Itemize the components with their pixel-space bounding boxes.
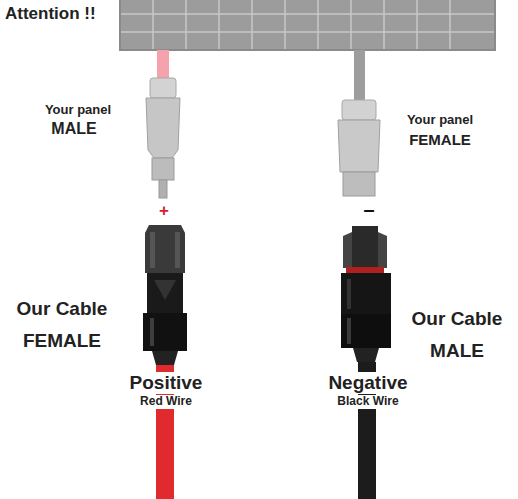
- wire-label: Black Wire: [335, 395, 400, 409]
- cable-caption: Our Cable: [15, 298, 110, 320]
- panel-caption: Your panel: [405, 113, 475, 128]
- polarity-sign: –: [361, 198, 376, 221]
- solar-panel: [120, 0, 495, 50]
- connector-gender: MALE: [49, 120, 98, 138]
- connector-gender: FEMALE: [21, 330, 103, 352]
- attention-heading: Attention !!: [3, 4, 98, 24]
- polarity-label: Positive: [128, 372, 205, 394]
- polarity-sign: +: [157, 201, 171, 221]
- panel-male-connector: [146, 50, 180, 198]
- cable-caption: Our Cable: [410, 308, 505, 330]
- connector-gender: FEMALE: [407, 131, 473, 148]
- polarity-label: Negative: [326, 372, 409, 394]
- panel-caption: Your panel: [43, 103, 113, 118]
- cable-female-connector: [143, 225, 187, 499]
- connector-gender: MALE: [428, 340, 486, 362]
- wire-label: Red Wire: [138, 395, 194, 409]
- cable-male-connector: [341, 226, 391, 499]
- panel-female-connector: [338, 50, 380, 196]
